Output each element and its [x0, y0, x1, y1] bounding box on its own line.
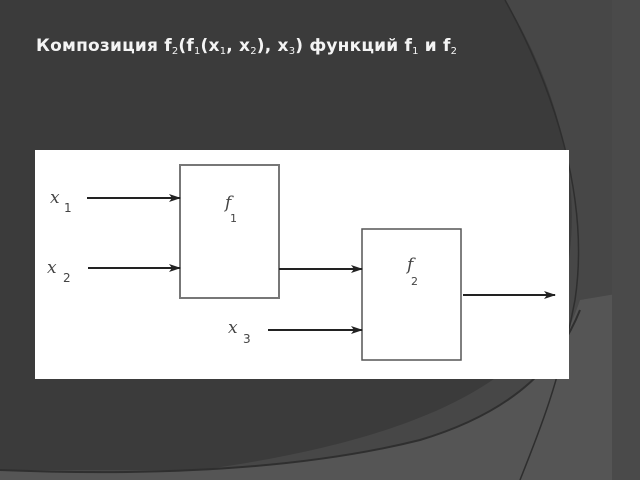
svg-text:f: f [223, 193, 234, 213]
svg-text:2: 2 [63, 271, 71, 285]
input-x3-label: x 3 [228, 318, 251, 346]
input-x1-label: x 1 [50, 188, 72, 215]
svg-text:x: x [50, 188, 60, 208]
svg-text:1: 1 [230, 212, 237, 225]
block-f2: f 2 [361, 228, 462, 361]
slide-title: Композиция f2(f1(x1, x2), x3) функций f1… [36, 36, 458, 57]
svg-text:x: x [228, 318, 238, 338]
input-x2-label: x 2 [47, 258, 71, 285]
svg-text:f: f [405, 255, 416, 275]
block-f1: f 1 [179, 164, 280, 299]
composition-diagram: f 1 f 2 x 1 x 2 x 3 [35, 150, 569, 379]
svg-text:3: 3 [243, 332, 251, 346]
svg-text:1: 1 [64, 201, 72, 215]
svg-text:2: 2 [411, 275, 418, 288]
svg-text:x: x [47, 258, 57, 278]
